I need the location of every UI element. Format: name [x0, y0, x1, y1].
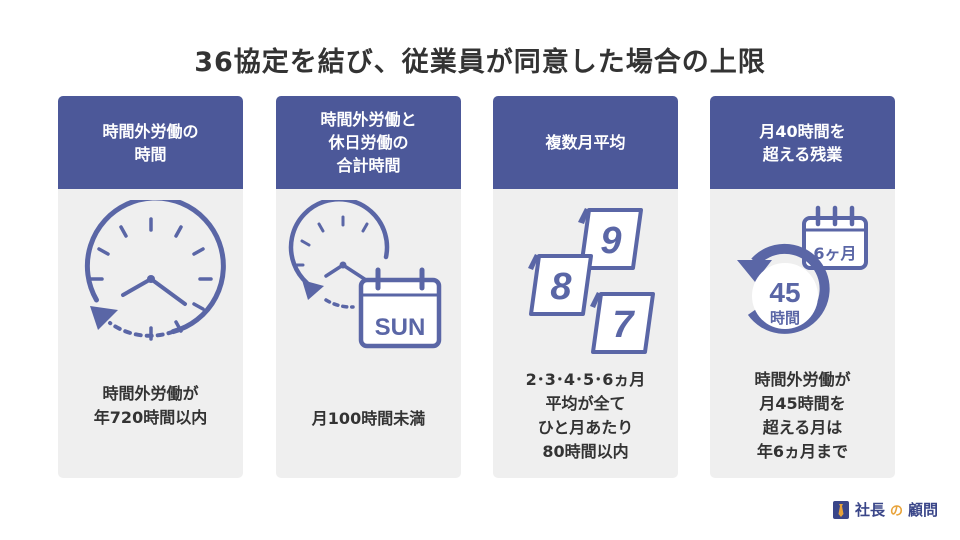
card-header: 複数月平均	[493, 96, 678, 189]
card-description: 月100時間未満	[311, 409, 426, 428]
card-header: 時間外労働の 時間	[58, 96, 243, 189]
card-overtime-holiday-total: 時間外労働と 休日労働の 合計時間 SUN	[276, 96, 461, 478]
card-header: 月40時間を 超える残業	[710, 96, 895, 189]
logo-text-accent: の	[889, 504, 903, 519]
clock-calendar-icon: SUN	[276, 200, 461, 360]
card-overtime-hours: 時間外労働の 時間	[58, 96, 243, 478]
page-number-8: 8	[550, 266, 572, 308]
cycle-calendar-icon: 6ヶ月 45 時間	[710, 200, 895, 360]
cycle-hours-number: 45	[769, 277, 800, 308]
page-title: 36協定を結び、従業員が同意した場合の上限	[194, 47, 766, 78]
card-over-40-hours: 月40時間を 超える残業 6ヶ月 45 時間 時間外労働が 月45時間を 超える…	[710, 96, 895, 478]
page-number-9: 9	[600, 220, 621, 262]
card-description: 時間外労働が 月45時間を 超える月は 年6ヵ月まで	[754, 370, 851, 461]
brand-logo: 社長の顧問	[832, 499, 938, 520]
clock-icon	[58, 200, 243, 360]
logo-text-part1: 社長	[854, 501, 885, 519]
cycle-hours-unit: 時間	[770, 309, 800, 327]
calendar-six-months-label: 6ヶ月	[813, 244, 856, 263]
book-tie-icon	[832, 500, 850, 520]
calendar-pages-icon: 9 8 7	[493, 200, 678, 360]
card-header: 時間外労働と 休日労働の 合計時間	[276, 96, 461, 189]
page-number-7: 7	[612, 304, 635, 346]
calendar-sun-label: SUN	[375, 314, 426, 341]
card-description: 2･3･4･5･6ヵ月 平均が全て ひと月あたり 80時間以内	[525, 370, 646, 461]
card-multi-month-average: 複数月平均 9 8 7 2･3･4･5･6ヵ月 平均が全て ひと月あたり 80時…	[493, 96, 678, 478]
card-description: 時間外労働が 年720時間以内	[93, 384, 208, 427]
logo-text-part2: 顧問	[907, 501, 938, 519]
